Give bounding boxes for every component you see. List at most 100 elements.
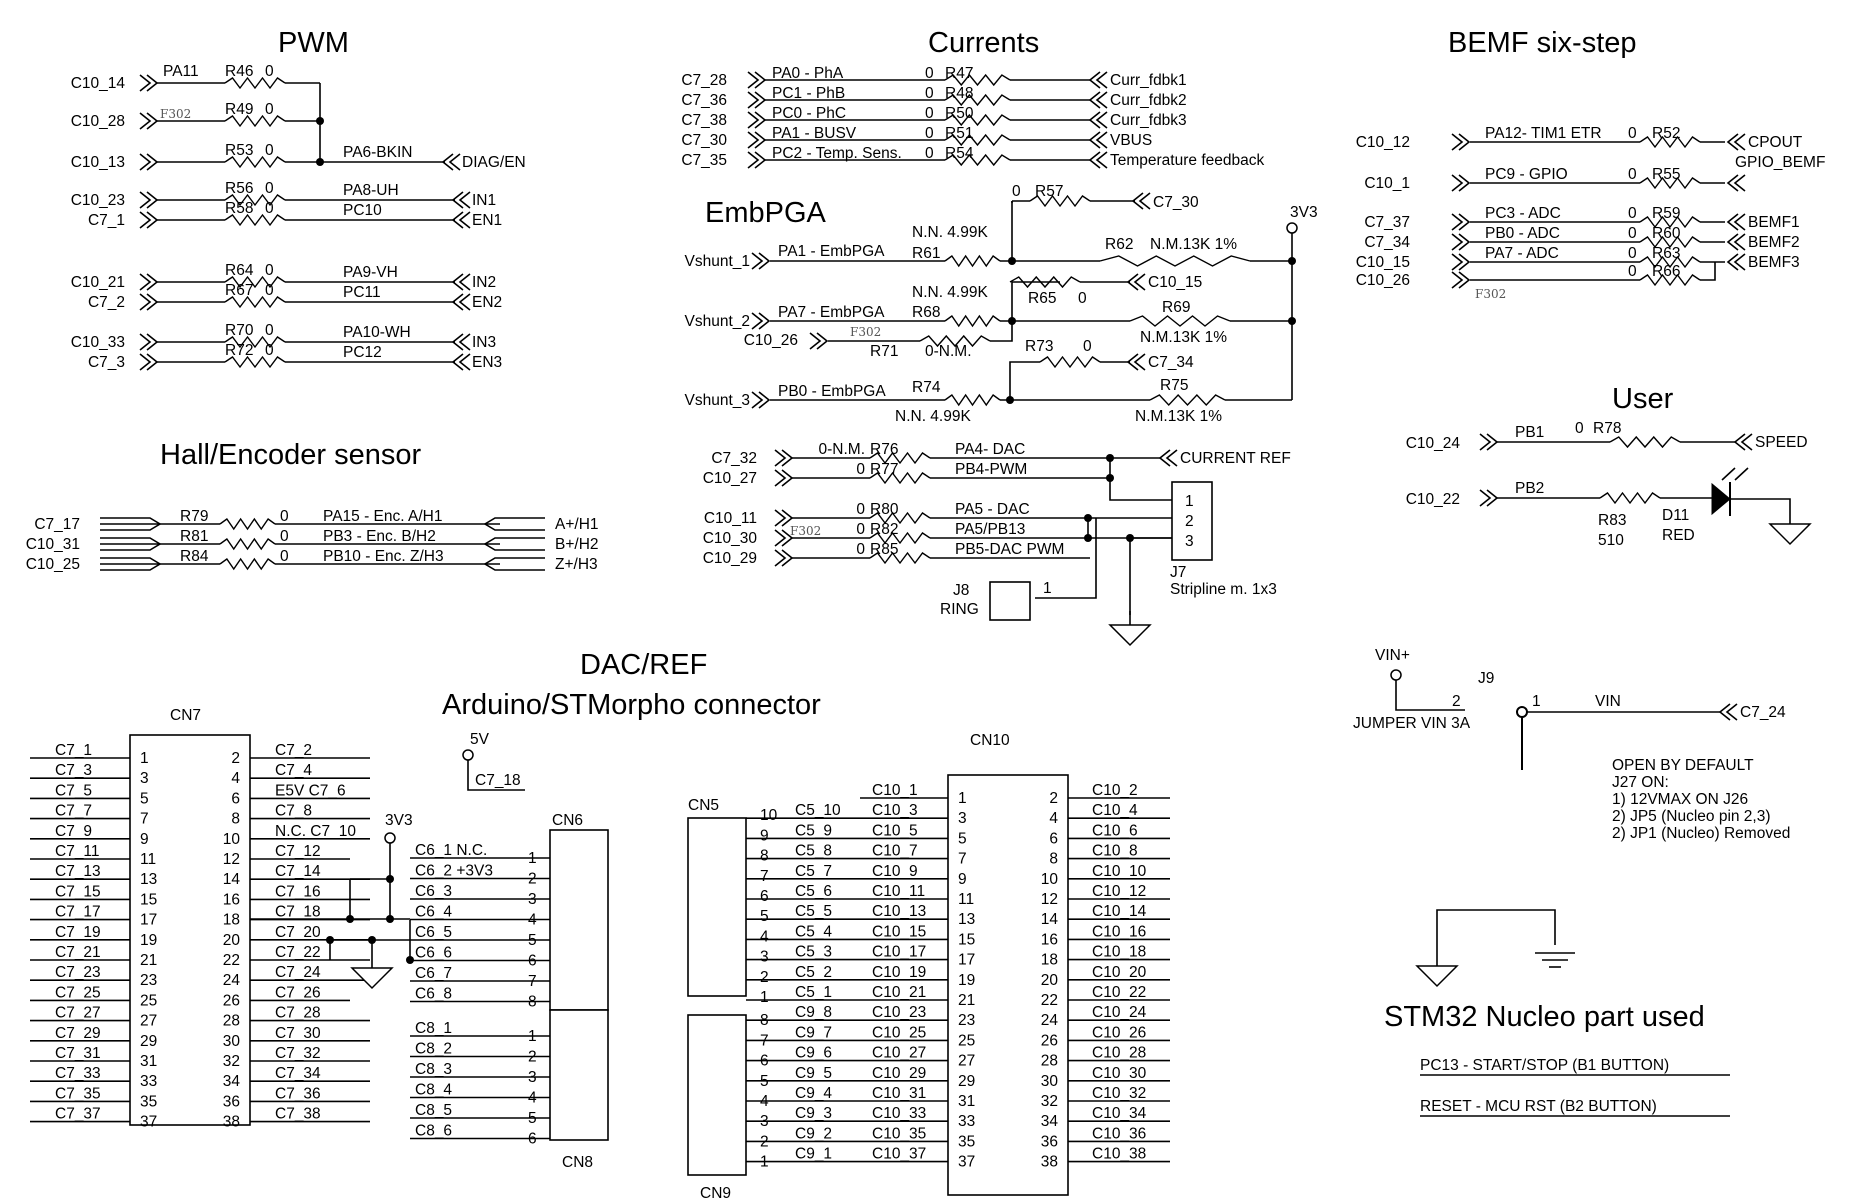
chevron — [1733, 213, 1746, 231]
chevron — [146, 353, 159, 371]
dac-signal-label: PB4-PWM — [955, 461, 1027, 478]
chevron — [1718, 703, 1731, 721]
cn7-net-label: C7_31 — [55, 1045, 101, 1062]
chevron — [1458, 271, 1471, 289]
dac-resistor-value: 0-N.M. — [819, 441, 866, 458]
currents-connector-label: C7_38 — [681, 112, 727, 129]
bemf-input-chevron — [1451, 271, 1471, 289]
led-d11-icon — [1711, 482, 1731, 516]
cn7-pin-number: 9 — [140, 831, 149, 848]
pwm-connector-label: C10_13 — [71, 154, 125, 171]
chevron — [1733, 133, 1746, 151]
cn10-pin-number: 9 — [958, 871, 967, 888]
cn9-net-label: C9_6 — [795, 1045, 832, 1062]
j7-description: Stripline m. 1x3 — [1170, 581, 1277, 598]
cn7-net-label: C7_24 — [275, 964, 321, 981]
currents-output-label: VBUS — [1110, 132, 1152, 149]
chevron — [781, 549, 794, 567]
dac-input-chevron — [774, 549, 794, 567]
cn10-net-label: C10_24 — [1092, 1004, 1147, 1021]
cn7-pin-number: 19 — [140, 932, 157, 949]
cn7-pin-number: 23 — [140, 972, 157, 989]
junction-dot — [1288, 257, 1296, 265]
pwm-output-label: EN2 — [472, 294, 502, 311]
cn7-pin-number: 8 — [231, 811, 240, 828]
cn5-net-label: C5_5 — [795, 903, 832, 920]
user-output-chevron — [1733, 433, 1753, 451]
cn10-pin-number: 32 — [1041, 1093, 1058, 1110]
cn6-net-label: C6_1 N.C. — [415, 842, 487, 859]
cn7-net-label: C7_2 — [275, 742, 312, 759]
cn10-pin-number: 19 — [958, 972, 975, 989]
chevron — [774, 529, 787, 547]
pwm-output-label: IN2 — [472, 274, 496, 291]
cn10-net-label: C10_35 — [872, 1125, 926, 1142]
cn6-net-label: C6_2 +3V3 — [415, 863, 493, 880]
cn7-net-label: C7_29 — [55, 1025, 101, 1042]
j9-label: J9 — [1478, 670, 1494, 687]
pwm-resistor-ref: R67 — [225, 282, 253, 299]
cn5-net-label: C5_1 — [795, 984, 832, 1001]
cn7-net-label: C7_34 — [275, 1065, 321, 1082]
led-color: RED — [1662, 527, 1695, 544]
cn10-header-body — [947, 774, 1069, 1196]
pwm-resistor-value: 0 — [265, 101, 274, 118]
embpga-vshunt-label: Vshunt_1 — [685, 253, 751, 270]
cn10-net-label: C10_26 — [1092, 1024, 1146, 1041]
cn9-label: CN9 — [700, 1185, 731, 1202]
currents-signal-label: PA0 - PhA — [772, 65, 844, 82]
pwm-input-chevron — [139, 211, 159, 229]
pwm-input-chevron — [139, 293, 159, 311]
currents-input-chevron — [747, 71, 767, 89]
embpga-chevron — [809, 332, 829, 350]
cn10-pin-number: 6 — [1049, 830, 1058, 847]
user-resistor-ref: R83 — [1598, 512, 1626, 529]
arduino-title: Arduino/STMorpho connector — [442, 689, 821, 721]
cn7-net-label: C7_8 — [275, 803, 312, 820]
j8-ring-label: RING — [940, 601, 979, 618]
embpga-signal-label: PA7 - EmbPGA — [778, 304, 885, 321]
vin-chevron — [1718, 703, 1738, 721]
embpga-resistor — [944, 314, 1001, 328]
embpga-vshunt-label: Vshunt_2 — [685, 313, 751, 330]
supply-terminal — [384, 832, 396, 844]
pwm-resistor — [224, 76, 286, 90]
cn8-net-label: C8_4 — [415, 1082, 452, 1099]
embpga-resistor-value: N.N. 4.99K — [895, 408, 971, 425]
cn7-net-label: C7_4 — [275, 762, 312, 779]
cn10-net-label: C10_34 — [1092, 1105, 1147, 1122]
pwm-output-chevron — [451, 211, 471, 229]
pwm-output-chevron — [451, 273, 471, 291]
bemf-connector-label: C10_12 — [1356, 134, 1410, 151]
cn7-net-label: C7_3 — [55, 762, 92, 779]
pwm-input-chevron — [139, 191, 159, 209]
cn10-net-label: C10_22 — [1092, 984, 1146, 1001]
chevron — [1458, 253, 1471, 271]
dac-resistor — [869, 471, 931, 485]
chevron — [1451, 233, 1464, 251]
cn7-net-label: C7_1 — [55, 742, 92, 759]
chevron — [1733, 174, 1746, 192]
embpga-resistor — [1099, 255, 1251, 267]
nucleo-button-line: RESET - MCU RST (B2 BUTTON) — [1420, 1098, 1657, 1115]
cn7-pin-number: 1 — [140, 750, 149, 767]
cn10-net-label: C10_32 — [1092, 1085, 1146, 1102]
dac-signal-label: PA4- DAC — [955, 441, 1025, 458]
chevron — [1458, 174, 1471, 192]
chevron — [747, 71, 760, 89]
chevron — [1088, 151, 1101, 169]
cn6-pin-number: 8 — [528, 994, 537, 1011]
currents-output-chevron — [1088, 131, 1108, 149]
j8-pin-number: 1 — [1043, 580, 1052, 597]
embpga-wire — [990, 321, 1013, 342]
chevron — [1088, 71, 1101, 89]
embpga-chevron — [1126, 353, 1146, 371]
ground-triangle — [1768, 523, 1812, 546]
cn10-pin-number: 36 — [1041, 1133, 1058, 1150]
cn7-net-label: C7_23 — [55, 964, 101, 981]
bemf-resistor-value: 0 — [1628, 263, 1637, 280]
cn7-net-label: C7_7 — [55, 803, 92, 820]
j8-label: J8 — [953, 582, 969, 599]
